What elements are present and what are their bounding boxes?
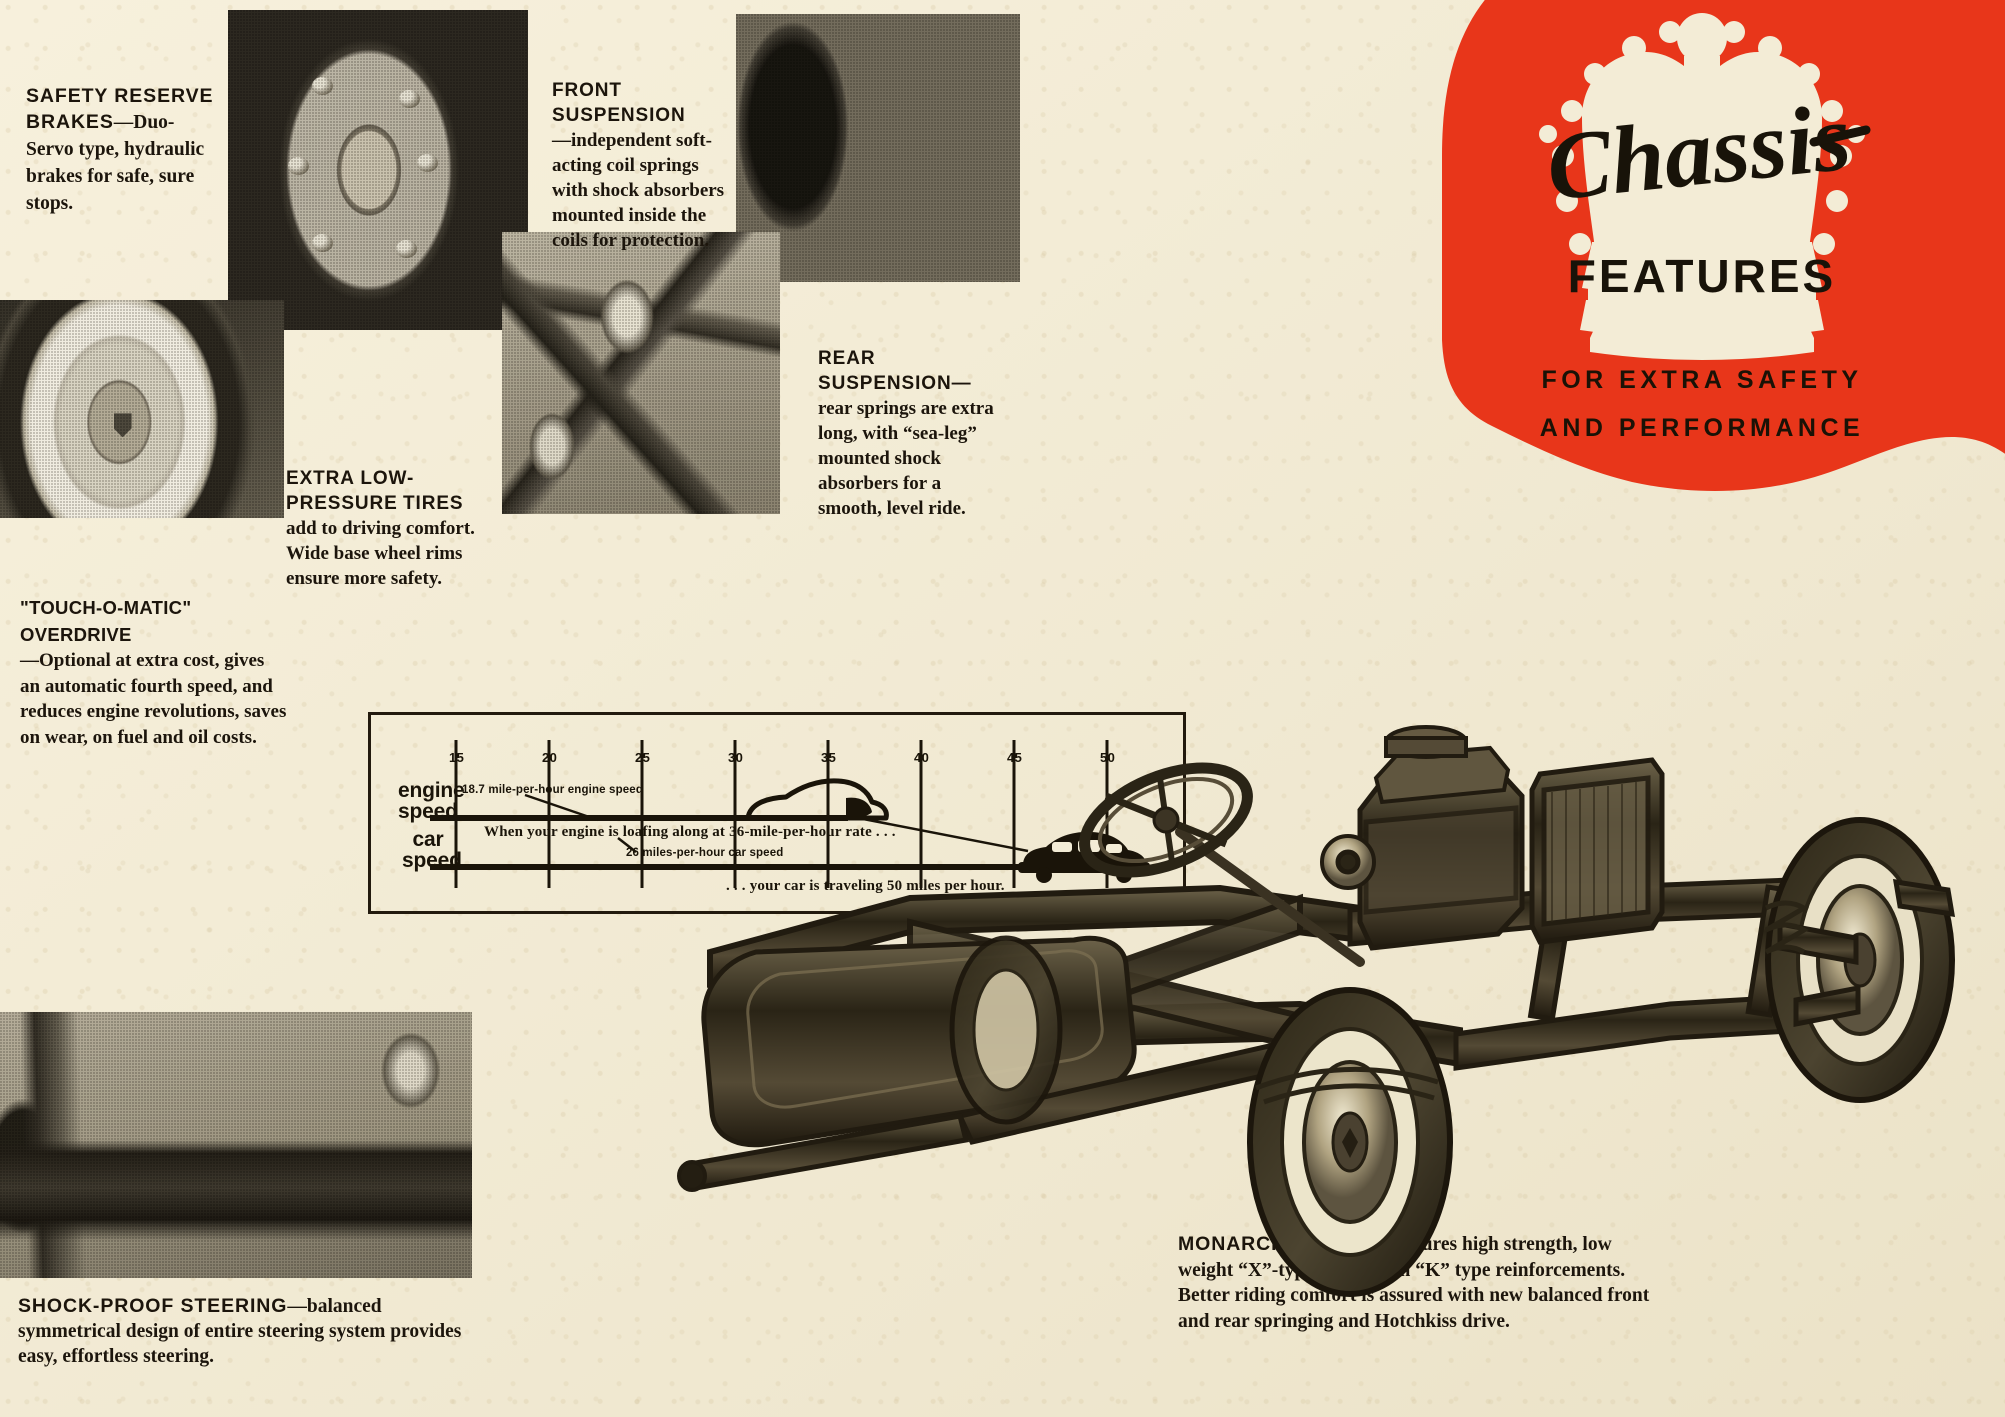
- chassis-features-banner: Chassis FEATURES FOR EXTRA SAFETY AND PE…: [1396, 0, 2005, 498]
- radiator: [1529, 757, 1665, 945]
- monarch-chassis-illustration: [660, 712, 2005, 1312]
- rear-axle-photo: [502, 232, 780, 514]
- chart-annotation-car-speed: 26 miles-per-hour car speed: [626, 847, 784, 859]
- caption-overdrive: "TOUCH-O-MATIC" OVERDRIVE —Optional at e…: [20, 595, 288, 750]
- rear-wheel: [1247, 987, 1453, 1297]
- caption-rear-suspension-head: REAR SUSPENSION—: [818, 348, 972, 394]
- caption-overdrive-body: —Optional at extra cost, gives an automa…: [20, 650, 287, 748]
- caption-tires-body: add to driving comfort. Wide base wheel …: [286, 518, 475, 589]
- caption-rear-suspension-body: rear springs are extra long, with “sea-l…: [818, 398, 994, 519]
- caption-tires: EXTRA LOW-PRESSURE TIRES add to driving …: [286, 466, 486, 591]
- caption-front-suspension-head: FRONT SUSPENSION: [552, 80, 686, 126]
- engine-block: [1320, 725, 1525, 951]
- caption-front-suspension-body: —independent soft-acting coil springs wi…: [552, 130, 725, 251]
- brake-drum-photo: [228, 10, 528, 330]
- chart-annotation-traveling: . . . your car is traveling 50 miles per…: [726, 878, 1005, 894]
- caption-brakes-body: —Duo-Servo type, hydraulic brakes for sa…: [26, 112, 205, 214]
- chart-tick-20: 20: [542, 750, 558, 765]
- chart-tick-35: 35: [821, 750, 837, 765]
- caption-overdrive-head: "TOUCH-O-MATIC" OVERDRIVE: [20, 597, 192, 645]
- caption-tires-head: EXTRA LOW-PRESSURE: [286, 468, 415, 514]
- caption-brakes: SAFETY RESERVE BRAKES—Duo-Servo type, hy…: [26, 83, 222, 217]
- coil-spring: [1764, 900, 1809, 955]
- chart-tick-30: 30: [728, 750, 744, 765]
- banner-subtitle-line1: FOR EXTRA SAFETY: [1541, 366, 1862, 394]
- chart-tick-25: 25: [635, 750, 651, 765]
- caption-front-suspension: FRONT SUSPENSION —independent soft-actin…: [552, 78, 730, 253]
- caption-rear-suspension: REAR SUSPENSION— rear springs are extra …: [818, 346, 994, 521]
- chart-tick-45: 45: [1007, 750, 1023, 765]
- crown-base: [1590, 312, 1814, 360]
- chart-tick-40: 40: [914, 750, 930, 765]
- whitewall-tire-photo: [0, 300, 284, 518]
- chart-tick-50: 50: [1100, 750, 1116, 765]
- front-suspension-photo: [736, 14, 1020, 282]
- caption-steering: SHOCK-PROOF STEERING—balanced symmetrica…: [18, 1294, 488, 1369]
- front-wheel: [1765, 817, 1955, 1103]
- steering-wheel: [1079, 762, 1365, 967]
- caption-brakes-head2: BRAKES: [26, 111, 114, 133]
- chart-annotation-engine-speed: 18.7 mile-per-hour engine speed: [462, 784, 644, 796]
- caption-brakes-head: SAFETY RESERVE: [26, 85, 214, 107]
- caption-tires-head2: TIRES: [403, 493, 464, 514]
- banner-subtitle-line2: AND PERFORMANCE: [1540, 414, 1864, 442]
- car-outline-icon: [745, 778, 889, 821]
- crown-features-text: FEATURES: [1568, 250, 1837, 302]
- chart-annotation-loafing: When your engine is loafing along at 36-…: [484, 824, 896, 840]
- caption-steering-body: —balanced symmetrical design of entire s…: [18, 1296, 462, 1367]
- chart-frame: [368, 712, 1186, 914]
- steering-linkage-photo: [0, 1012, 472, 1278]
- far-rear-wheel: [949, 935, 1063, 1125]
- chart-tick-15: 15: [449, 750, 465, 765]
- caption-steering-head: SHOCK-PROOF STEERING: [18, 1295, 288, 1317]
